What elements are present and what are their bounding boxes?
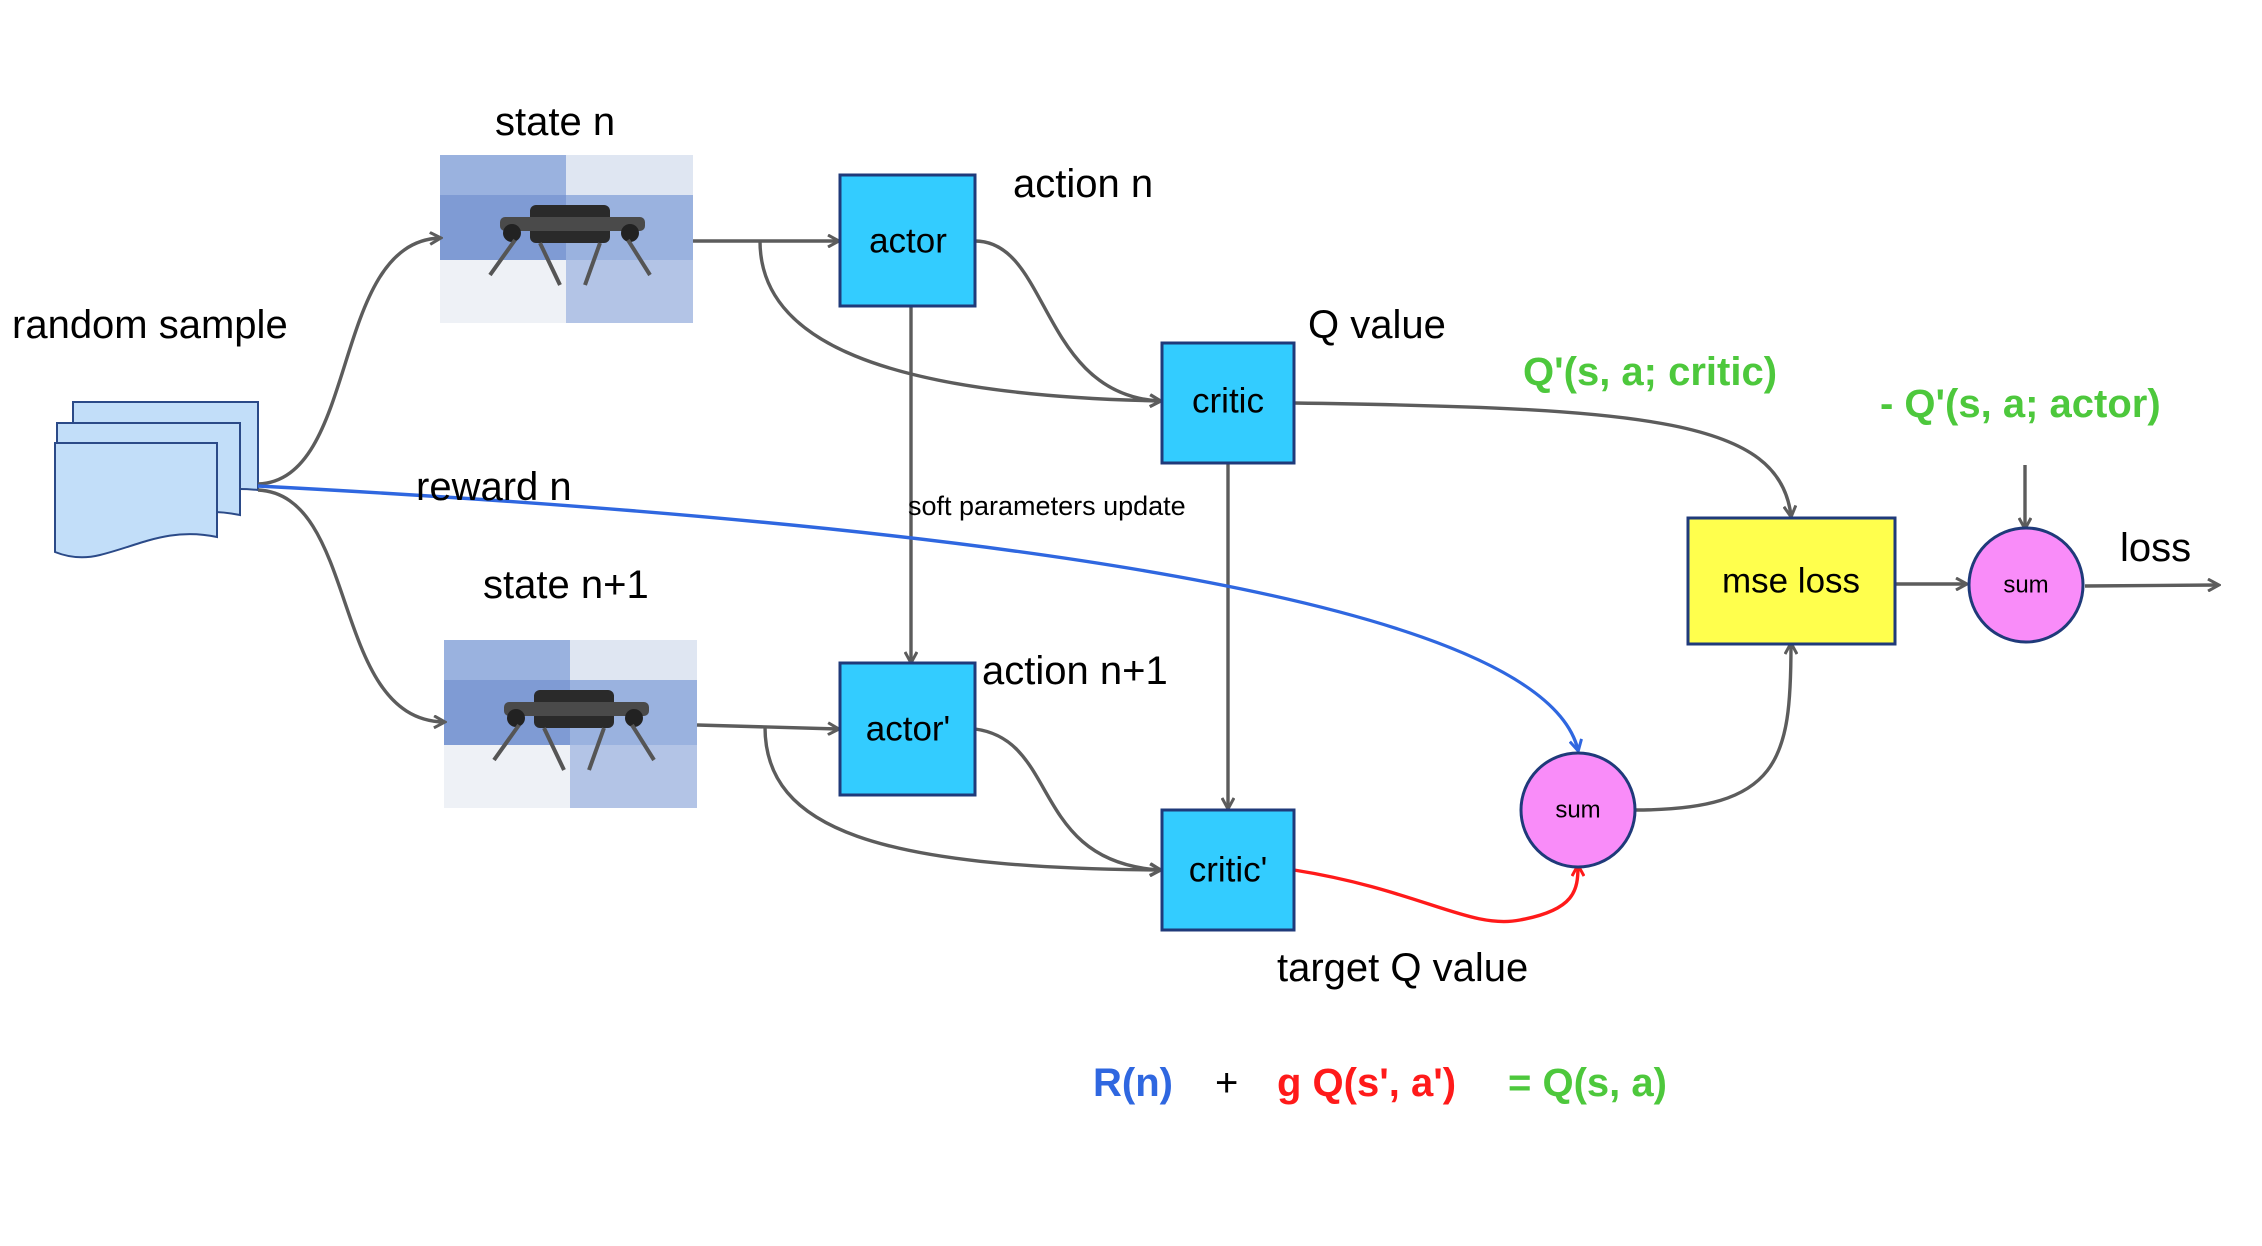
edge-actor-target-to-critic-target <box>974 727 1160 870</box>
state-n1-label: state n+1 <box>483 563 649 607</box>
sum-loss-node: sum <box>1967 526 2085 644</box>
edge-state-n-to-critic <box>758 240 1160 401</box>
action-n1-label: action n+1 <box>982 649 1168 693</box>
critic-target-label: critic' <box>1189 851 1268 890</box>
equation-result: = Q(s, a) <box>1508 1061 1667 1105</box>
edge-critic-to-mse <box>1293 401 1791 516</box>
actor-target-node: actor' <box>838 661 977 797</box>
state-n-label: state n <box>495 100 615 144</box>
critic-label: critic <box>1192 382 1264 421</box>
edge-sum-to-loss <box>2084 585 2218 586</box>
edge-state-n1-to-critic-target <box>763 726 1160 870</box>
edges <box>257 238 2218 870</box>
edge-sample-to-state-n1 <box>257 488 444 722</box>
equation-target: g Q(s', a') <box>1277 1061 1456 1105</box>
q-value-label: Q value <box>1308 303 1446 347</box>
bellman-equation: R(n) + g Q(s', a') = Q(s, a) <box>1093 1061 1667 1105</box>
equation-plus: + <box>1215 1061 1238 1105</box>
mse-loss-label: mse loss <box>1722 562 1860 601</box>
actor-label: actor <box>869 222 947 261</box>
edge-sample-to-state-n <box>257 238 440 486</box>
loss-label: loss <box>2120 526 2191 570</box>
edge-sum-to-mse <box>1634 644 1791 812</box>
edge-reward <box>257 484 1578 750</box>
target-q-label: target Q value <box>1277 946 1528 990</box>
actor-node: actor <box>838 173 977 308</box>
actor-target-label: actor' <box>866 710 951 749</box>
sum-reward-node: sum <box>1519 751 1637 869</box>
edge-actor-to-critic <box>974 239 1160 401</box>
q-critic-label: Q'(s, a; critic) <box>1523 350 1777 394</box>
random-sample-icon <box>54 401 259 559</box>
soft-update-label: soft parameters update <box>908 491 1186 521</box>
action-n-label: action n <box>1013 162 1153 206</box>
edge-state-n1-to-actor-target <box>696 725 838 729</box>
state-n1-image <box>444 640 697 808</box>
sum-reward-label: sum <box>1555 797 1600 824</box>
critic-target-node: critic' <box>1160 808 1296 932</box>
q-actor-label: - Q'(s, a; actor) <box>1880 382 2161 426</box>
mse-loss-node: mse loss <box>1686 516 1897 646</box>
reward-n-label: reward n <box>416 465 572 509</box>
state-n-image <box>440 155 693 323</box>
random-sample-label: random sample <box>12 303 288 347</box>
equation-reward: R(n) <box>1093 1061 1173 1105</box>
edge-target-q <box>1293 866 1578 924</box>
critic-node: critic <box>1160 341 1296 465</box>
sum-loss-label: sum <box>2003 572 2048 599</box>
